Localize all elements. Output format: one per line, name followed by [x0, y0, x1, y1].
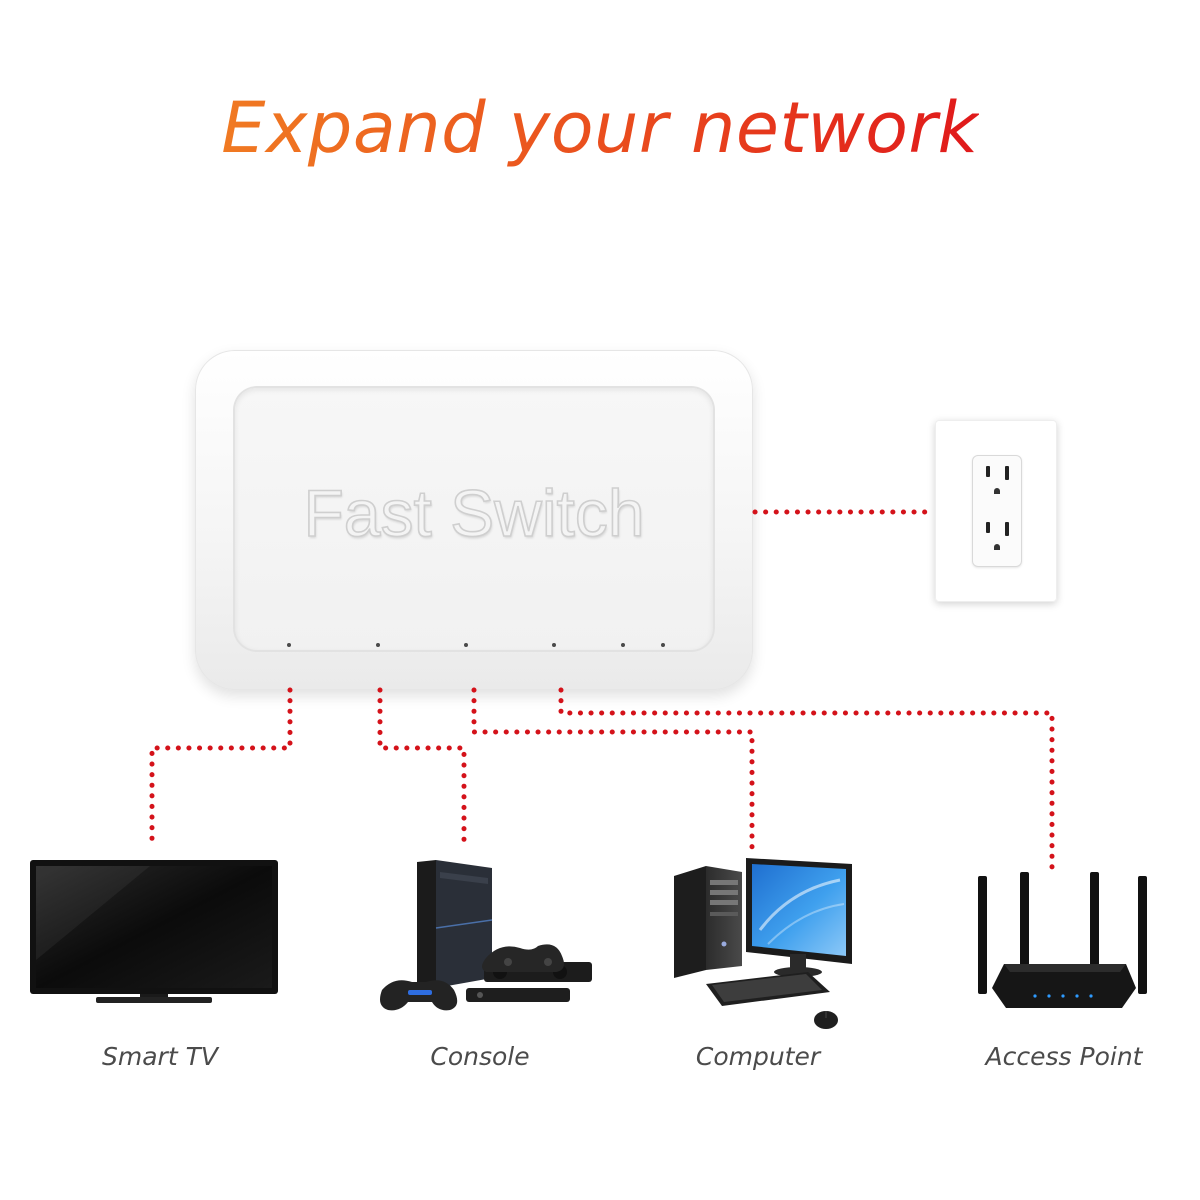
access-point-connection [558, 687, 1055, 871]
console-label: Console [430, 1042, 530, 1071]
headline: Expand your network [0, 78, 1200, 178]
outlet-slot [986, 466, 990, 477]
outlet-slot [1005, 522, 1009, 536]
headline-text: Expand your network [221, 87, 979, 169]
console-connection [377, 687, 467, 851]
desktop-computer-icon [674, 858, 852, 1029]
computer-connection [471, 687, 755, 851]
smart-tv-icon [30, 860, 278, 1003]
outlet-slot [986, 522, 990, 533]
switch-label: Fast Switch [303, 475, 646, 551]
switch-led [287, 643, 291, 647]
switch-top-panel [235, 388, 713, 650]
wifi-router-icon [978, 872, 1147, 1008]
game-console-icon [380, 860, 592, 1011]
smart-tv-label: Smart TV [102, 1042, 218, 1071]
tv-connection [149, 687, 293, 851]
outlet-ground [994, 544, 1000, 550]
outlet-ground [994, 488, 1000, 494]
outlet-slot [1005, 466, 1009, 480]
switch-led [464, 643, 468, 647]
computer-label: Computer [695, 1042, 821, 1071]
switch-led [661, 643, 665, 647]
switch-led [376, 643, 380, 647]
access-point-label: Access Point [985, 1042, 1143, 1071]
switch-led [621, 643, 625, 647]
connection-lines [149, 509, 1055, 871]
switch-led [552, 643, 556, 647]
